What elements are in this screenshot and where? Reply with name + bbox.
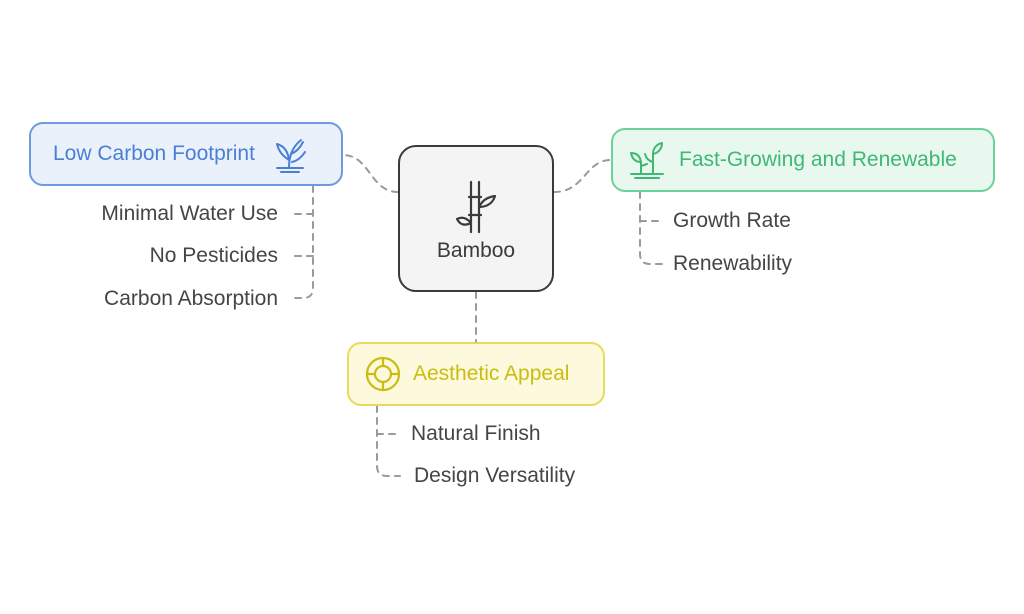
plant-leaves-icon [275, 139, 306, 173]
connector-low-carbon-leaves [289, 185, 314, 299]
branch-label-low-carbon: Low Carbon Footprint [53, 142, 255, 165]
leaf-renewability: Renewability [673, 252, 793, 275]
branch-label-fast-growing: Fast-Growing and Renewable [679, 148, 957, 171]
connector-aesthetic-leaves [376, 405, 401, 477]
connector-fast-growing-leaves [639, 191, 663, 265]
branch-node-fast-growing[interactable]: Fast-Growing and Renewable [611, 128, 995, 192]
branch-node-low-carbon-footprint[interactable]: Low Carbon Footprint [29, 122, 343, 186]
branch-label-aesthetic: Aesthetic Appeal [413, 362, 570, 385]
connector-center-low-carbon [342, 154, 399, 193]
leaf-minimal-water-use: Minimal Water Use [101, 202, 278, 225]
bamboo-icon [455, 180, 497, 233]
target-circle-icon [365, 356, 401, 392]
leaf-natural-finish: Natural Finish [411, 422, 541, 445]
leaf-carbon-absorption: Carbon Absorption [104, 287, 278, 310]
leaf-no-pesticides: No Pesticides [149, 244, 278, 267]
connector-center-fast-growing [553, 159, 612, 193]
leaf-growth-rate: Growth Rate [673, 209, 791, 232]
leaf-design-versatility: Design Versatility [414, 464, 576, 487]
center-node-bamboo[interactable]: Bamboo [398, 145, 554, 292]
branch-node-aesthetic-appeal[interactable]: Aesthetic Appeal [347, 342, 605, 406]
sprouting-plant-icon [630, 142, 664, 179]
center-label: Bamboo [436, 238, 516, 262]
